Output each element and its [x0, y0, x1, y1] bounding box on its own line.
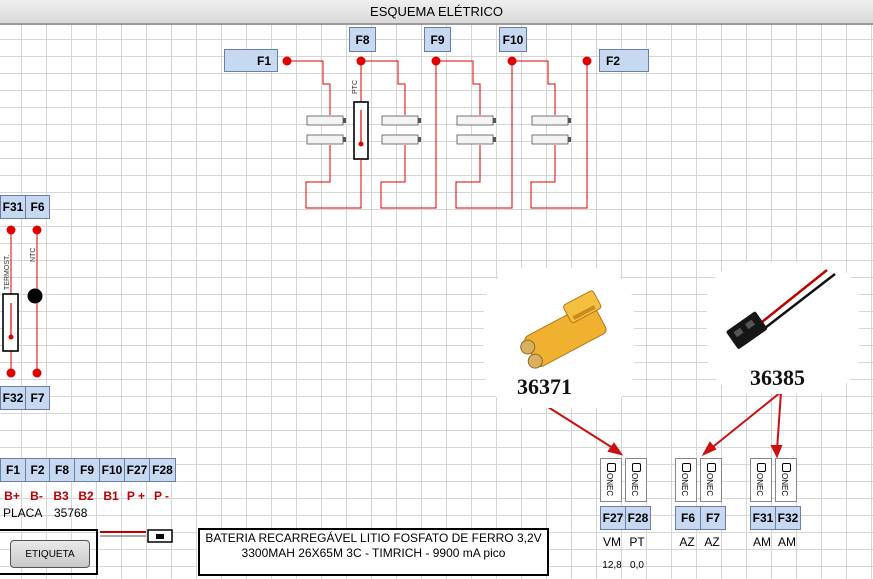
- connector-tag: F28: [625, 506, 651, 530]
- wire-color: PT: [629, 535, 645, 549]
- wire-color: AM: [778, 535, 796, 549]
- connector-type: ONEC: [680, 473, 689, 497]
- pinout-value: B+: [4, 489, 20, 503]
- connector-slot: ONEC: [625, 458, 647, 502]
- terminal-tag-f8: F8: [349, 27, 376, 52]
- jst-connector-icon: [726, 269, 836, 349]
- pinout-value: B-: [30, 489, 43, 503]
- connector-tag: F27: [600, 506, 626, 530]
- measured-value: 0,0: [630, 559, 644, 571]
- connector-slot: ONEC: [775, 458, 797, 502]
- connector-tag: F6: [675, 506, 701, 530]
- connector-type: ONEC: [705, 473, 714, 497]
- terminal-tag-f1: F1: [224, 49, 278, 72]
- xt60-connector-photo: [484, 268, 634, 408]
- terminal-tag-f2: F2: [599, 49, 649, 72]
- checkbox-icon: [782, 463, 791, 472]
- wire-color: AZ: [704, 535, 720, 549]
- pinout-value: P +: [126, 489, 146, 503]
- pinout-value: B1: [103, 489, 119, 503]
- pinout-value: B3: [53, 489, 69, 503]
- terminal-tag-f32: F32: [0, 386, 26, 410]
- pinout-header: F27: [124, 458, 150, 482]
- ntc-label: NTC: [30, 247, 37, 262]
- connector-type: ONEC: [755, 473, 764, 497]
- wire-color: AM: [753, 535, 771, 549]
- pinout-value: P -: [153, 489, 170, 503]
- placa-label: PLACA: [3, 506, 43, 520]
- connector-type: ONEC: [630, 473, 639, 497]
- connector-tag: F7: [700, 506, 726, 530]
- checkbox-icon: [682, 463, 691, 472]
- connector-tag: F31: [750, 506, 776, 530]
- checkbox-icon: [632, 463, 641, 472]
- connector-slot: ONEC: [600, 458, 622, 502]
- checkbox-icon: [607, 463, 616, 472]
- part-number-36371: 36371: [517, 374, 572, 399]
- connector-tag: F32: [775, 506, 801, 530]
- measured-value: 12,8: [602, 559, 622, 571]
- terminal-tag-f31: F31: [0, 195, 26, 219]
- jst-connector-photo: [707, 262, 859, 394]
- wire-color: VM: [603, 535, 621, 549]
- ptc-label: PTC: [352, 80, 359, 94]
- part-number-36385: 36385: [750, 365, 805, 390]
- pinout-header: F8: [49, 458, 75, 482]
- pinout-header: F2: [25, 458, 50, 482]
- checkbox-icon: [757, 463, 766, 472]
- xt60-connector-icon: [520, 290, 607, 369]
- label-button-frame: [0, 529, 98, 575]
- terminal-tag-f9: F9: [424, 27, 451, 52]
- checkbox-icon: [707, 463, 716, 472]
- connector-slot: ONEC: [750, 458, 772, 502]
- page-title: ESQUEMA ELÉTRICO: [0, 0, 873, 25]
- connector-type: ONEC: [780, 473, 789, 497]
- pinout-header: F9: [74, 458, 100, 482]
- pinout-header: F10: [99, 458, 125, 482]
- connector-slot: ONEC: [675, 458, 697, 502]
- pinout-header: F1: [0, 458, 26, 482]
- placa-number: 35768: [54, 506, 88, 520]
- terminal-tag-f7: F7: [25, 386, 50, 410]
- termostat-label: TERMOST.: [4, 254, 11, 290]
- wire-color: AZ: [679, 535, 695, 549]
- terminal-tag-f6: F6: [25, 195, 50, 219]
- etiqueta-button[interactable]: ETIQUETA: [10, 540, 90, 568]
- pinout-header: F28: [149, 458, 176, 482]
- battery-description: BATERIA RECARREGÁVEL LITIO FOSFATO DE FE…: [198, 528, 549, 576]
- connector-type: ONEC: [605, 473, 614, 497]
- terminal-tag-f10: F10: [499, 27, 527, 52]
- connector-slot: ONEC: [700, 458, 722, 502]
- pinout-value: B2: [78, 489, 94, 503]
